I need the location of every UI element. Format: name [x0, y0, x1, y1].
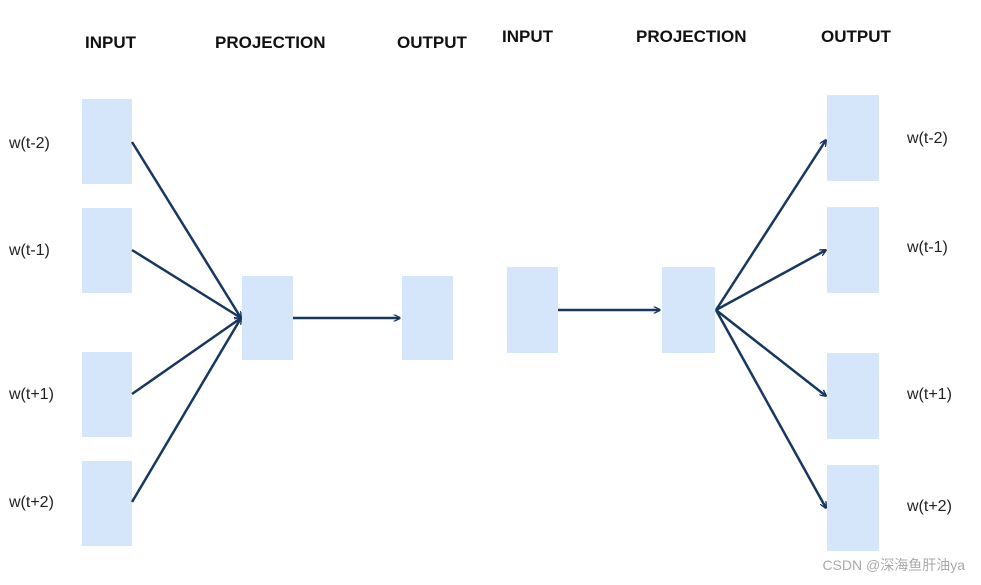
cbow-context-label: w(t-2)	[9, 135, 50, 152]
skipgram-projection-box	[662, 267, 715, 353]
cbow-context-label: w(t-1)	[9, 242, 50, 259]
skipgram-context-label: w(t+1)	[907, 386, 952, 403]
cbow-arrow	[130, 318, 241, 503]
watermark: CSDN @深海鱼肝油ya	[822, 557, 965, 573]
cbow-arrow	[131, 318, 241, 396]
cbow-input-box	[82, 461, 132, 546]
cbow-output-header: OUTPUT	[397, 33, 467, 52]
skipgram-context-label: w(t-2)	[907, 130, 948, 147]
cbow-projection-header: PROJECTION	[215, 33, 326, 52]
skipgram-arrow	[714, 309, 826, 508]
skipgram-output-header: OUTPUT	[821, 27, 891, 46]
skipgram-output-box	[827, 465, 879, 551]
skipgram-arrow	[714, 140, 826, 311]
cbow-context-label: w(t+1)	[9, 386, 54, 403]
cbow-output-box	[402, 276, 453, 360]
cbow-projection-box	[242, 276, 293, 360]
cbow-arrow	[130, 141, 241, 318]
skipgram-projection-header: PROJECTION	[636, 27, 747, 46]
skipgram-output-box	[827, 207, 879, 293]
cbow-input-box	[82, 99, 132, 184]
cbow-input-header: INPUT	[85, 33, 136, 52]
cbow-context-label: w(t+2)	[9, 494, 54, 511]
cbow-arrow	[131, 248, 241, 318]
skipgram-context-label: w(t+2)	[907, 498, 952, 515]
skipgram-arrow	[715, 309, 826, 396]
cbow-input-box	[82, 208, 132, 293]
skipgram-arrow	[715, 248, 826, 312]
skipgram-output-box	[827, 353, 879, 439]
skipgram-context-label: w(t-1)	[907, 239, 948, 256]
skipgram-output-box	[827, 95, 879, 181]
cbow-input-box	[82, 352, 132, 437]
skipgram-input-box	[507, 267, 558, 353]
skipgram-input-header: INPUT	[502, 27, 553, 46]
